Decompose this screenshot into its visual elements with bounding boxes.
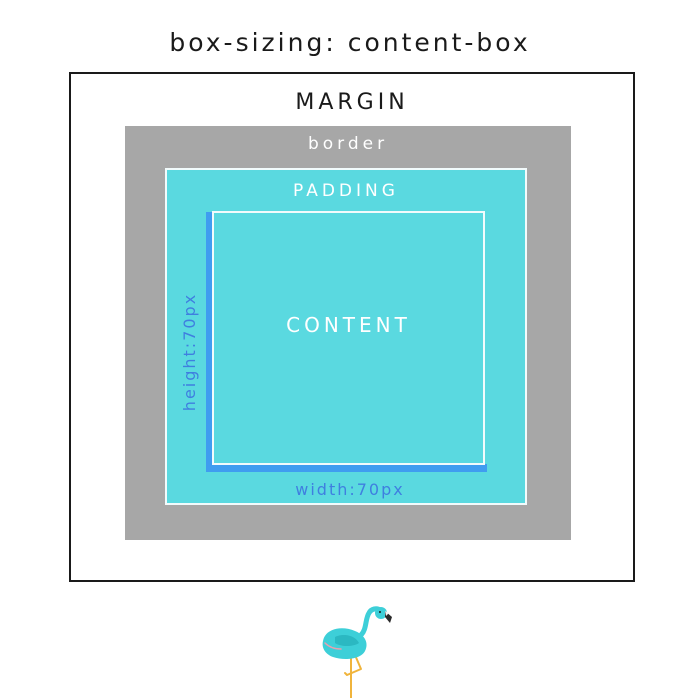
- margin-label: MARGIN: [295, 90, 409, 115]
- content-area: [212, 211, 485, 465]
- width-label: width:70px: [295, 480, 405, 499]
- height-label: height:70px: [180, 292, 199, 412]
- height-indicator-bar: [206, 212, 214, 472]
- padding-label: PADDING: [293, 181, 399, 201]
- border-label: border: [307, 134, 389, 154]
- flamingo-icon: [322, 606, 392, 698]
- content-label: CONTENT: [286, 313, 411, 337]
- diagram-title: box-sizing: content-box: [169, 28, 531, 57]
- width-indicator-bar: [206, 464, 487, 472]
